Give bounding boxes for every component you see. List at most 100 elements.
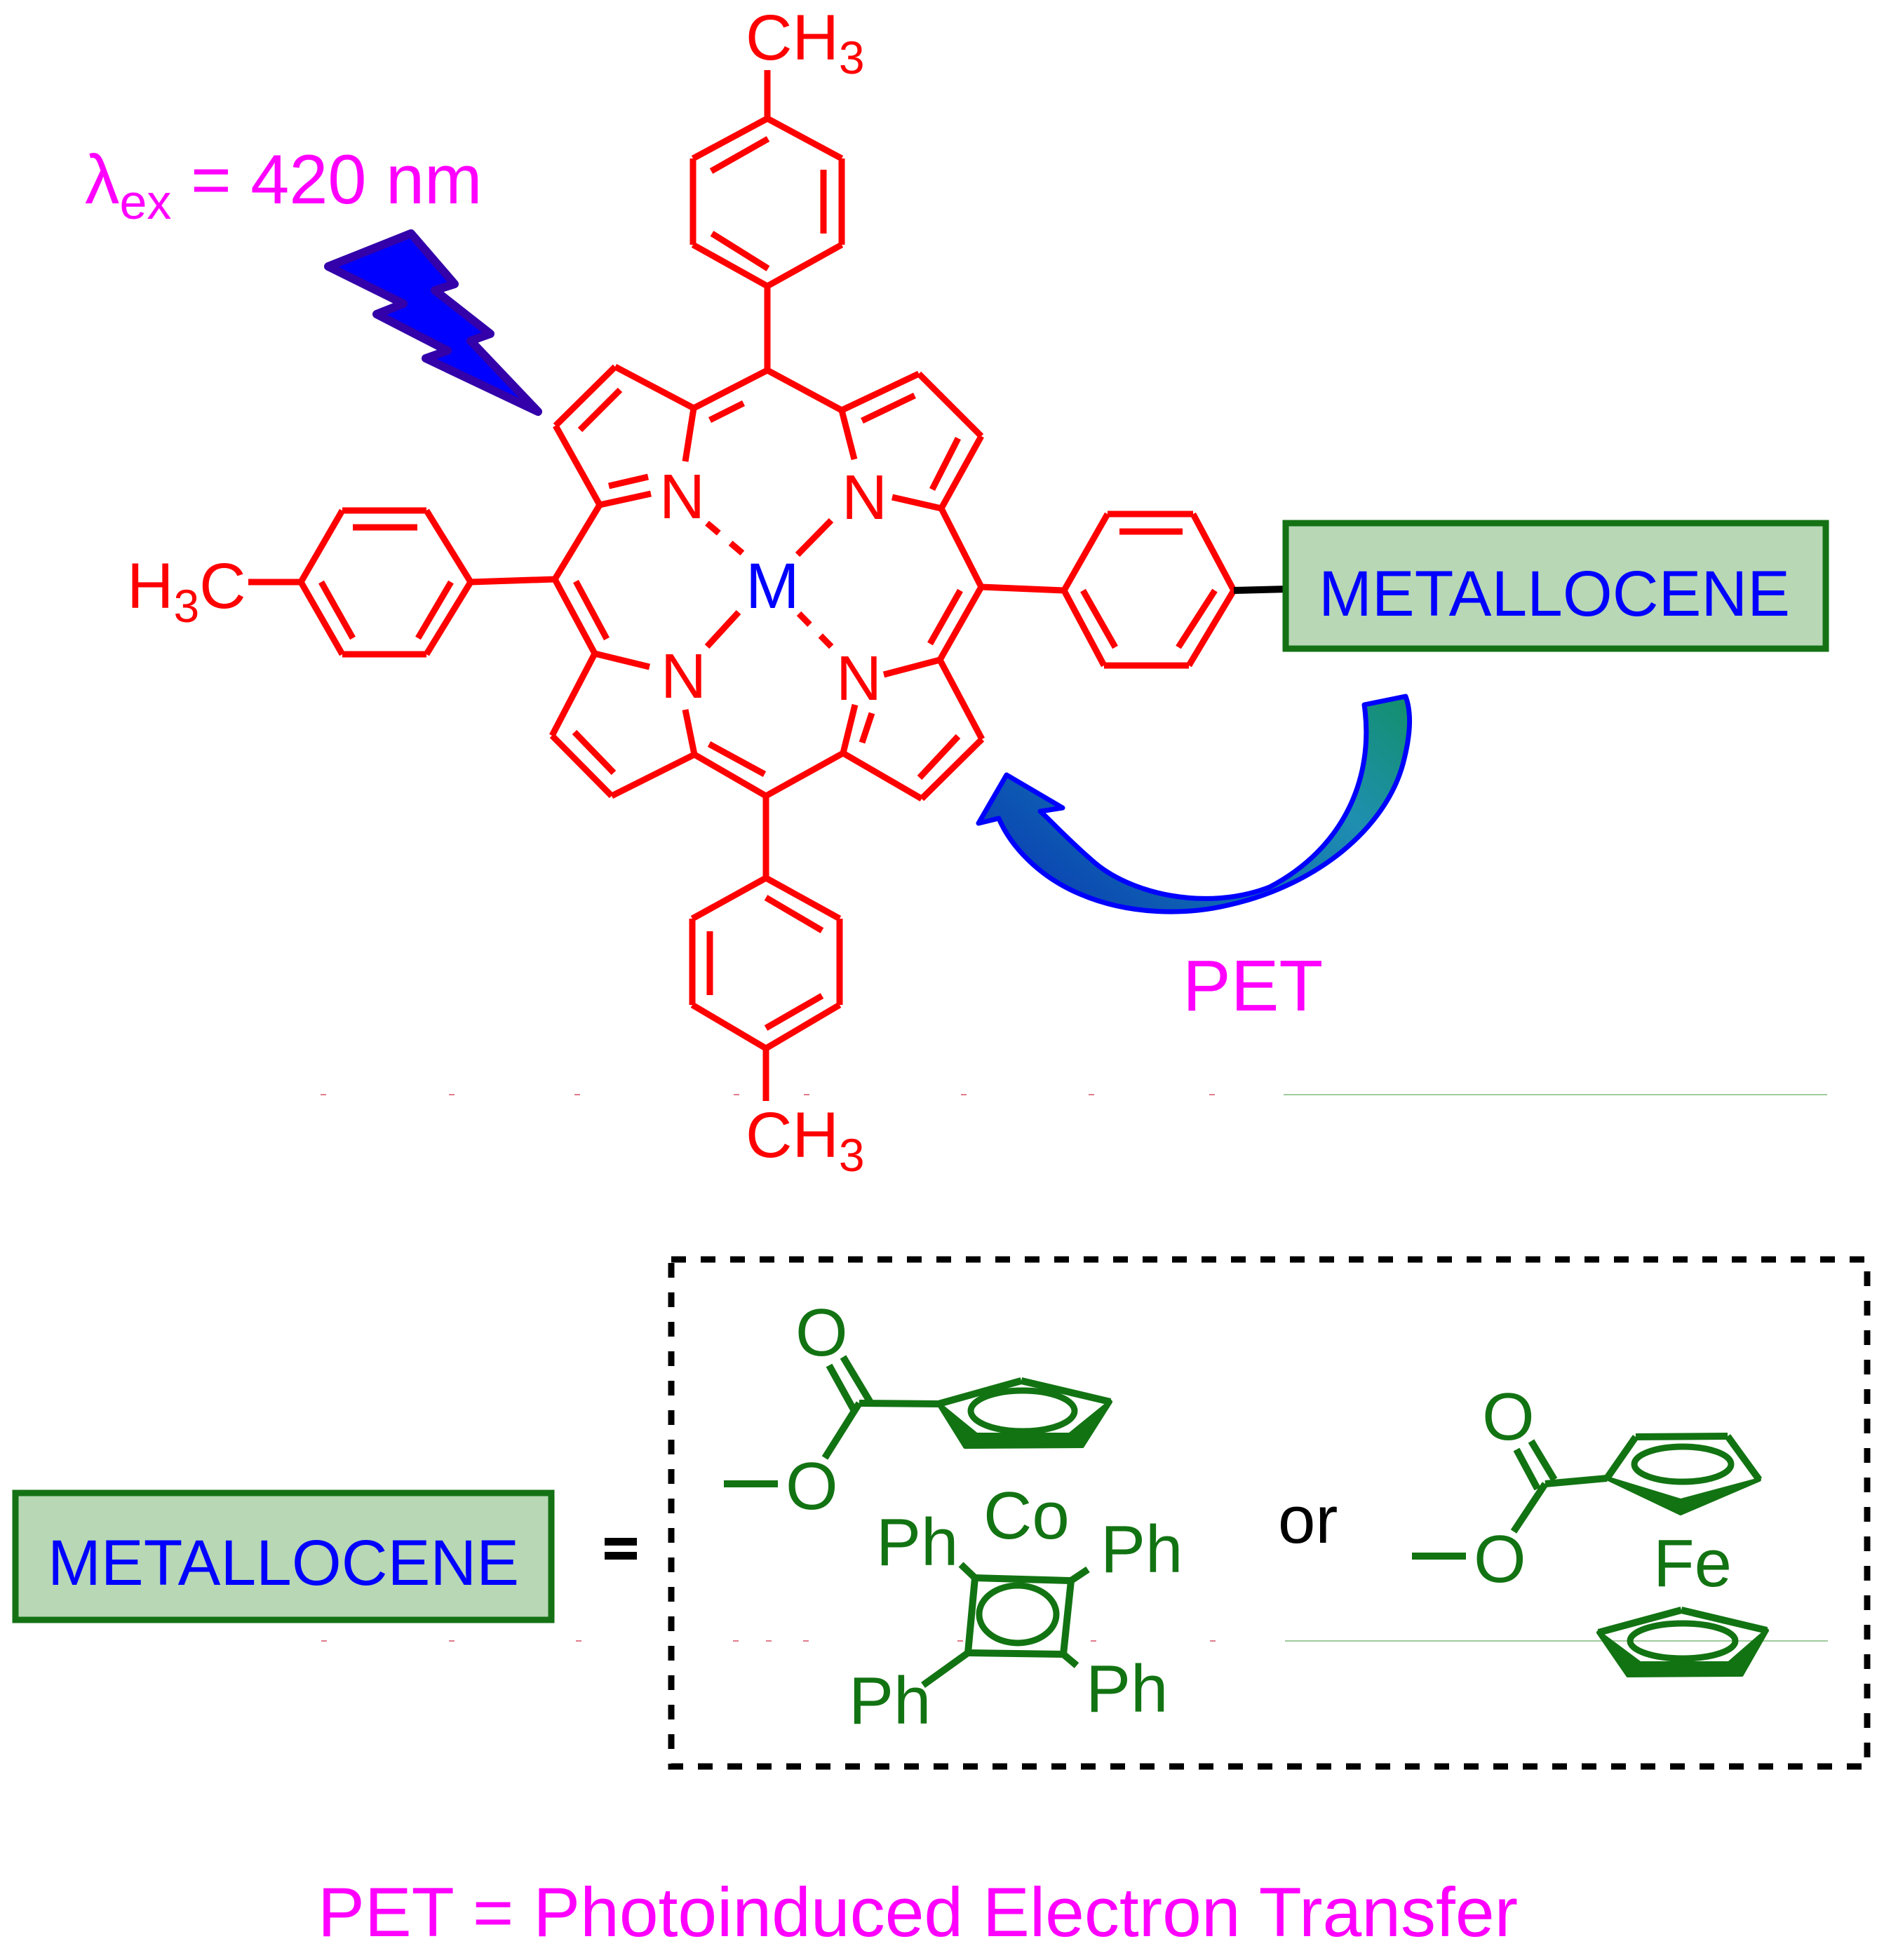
- ester-cp-bond: [1545, 1475, 1608, 1487]
- cobalt-label: Co: [983, 1478, 1070, 1553]
- bond-lower-left: [704, 609, 741, 649]
- inner-double-bond: [927, 588, 963, 646]
- bond: [764, 875, 842, 921]
- bond: [691, 116, 769, 161]
- inner-double-bond: [929, 436, 962, 492]
- bond: [682, 407, 697, 462]
- bond: [838, 409, 858, 461]
- bond: [1061, 512, 1110, 593]
- bond: [549, 651, 598, 738]
- bond: [916, 371, 984, 439]
- bottom-methyl-label: CH3: [746, 1100, 865, 1181]
- left-methyl-label: H3C: [127, 550, 246, 632]
- cp-bond: [1635, 1433, 1728, 1440]
- bond: [765, 367, 844, 413]
- bond: [1061, 588, 1107, 668]
- left-methyl-h: H: [127, 550, 173, 622]
- bond: [840, 703, 859, 755]
- bond: [938, 506, 985, 589]
- bond: [549, 733, 614, 799]
- phenyl-label-upper-left: Ph: [876, 1505, 958, 1580]
- phenyl-label-lower-right: Ph: [1086, 1651, 1168, 1726]
- iron-label: Fe: [1653, 1526, 1732, 1601]
- cp-bottom-wedge-right: [1727, 1628, 1769, 1677]
- bond: [840, 370, 920, 414]
- metallocene-box-top: METALLOCENE: [1282, 520, 1829, 652]
- fe-carbonyl-oxygen: O: [1482, 1379, 1535, 1454]
- cp-front-wedge-bottom: [963, 1433, 1084, 1449]
- bond: [937, 658, 985, 741]
- bond: [593, 650, 651, 670]
- cb-bond: [967, 1649, 1064, 1658]
- bond: [1190, 512, 1237, 593]
- bottom-methyl-sub: 3: [839, 1129, 865, 1181]
- cp-bond: [1603, 1435, 1639, 1480]
- lambda-symbol: λ: [85, 140, 120, 218]
- inner-double-bond: [707, 741, 767, 777]
- phenyl-label-upper-right: Ph: [1101, 1512, 1183, 1587]
- metal-coordination-bonds: [704, 518, 837, 653]
- cobalt-complex: [724, 1355, 1112, 1689]
- lightning-bolt-icon: [324, 229, 542, 416]
- bond: [424, 508, 473, 584]
- bond: [692, 367, 769, 412]
- inner-double-bond: [572, 729, 617, 776]
- nitrogen-label-upper-right: N: [842, 463, 887, 533]
- metallocene-box-top-frame: [1282, 520, 1829, 652]
- carbonyl-bond: [1528, 1439, 1558, 1482]
- bond: [682, 709, 698, 755]
- nitrogen-label-lower-right: N: [836, 644, 882, 714]
- ester-o-bond: [1510, 1482, 1549, 1534]
- cb-bond: [964, 1577, 978, 1654]
- inner-double-bond: [861, 392, 916, 424]
- bond: [552, 503, 603, 581]
- bond: [1186, 588, 1237, 668]
- aromatic-inner-bond: [1080, 588, 1118, 649]
- dative-bond-upper-left: [705, 520, 746, 557]
- cp-top-aromatic-circle: [1631, 1443, 1735, 1485]
- bond: [690, 1002, 768, 1051]
- ph-bond: [1069, 1566, 1090, 1584]
- cb-bond: [1060, 1580, 1075, 1655]
- cyclobutadiene-aromatic-circle: [976, 1582, 1060, 1647]
- ph-bond: [958, 1562, 978, 1581]
- inner-double-bond: [859, 712, 875, 744]
- ferrocene-complex: [1412, 1433, 1769, 1677]
- dative-bond-lower-right: [796, 611, 837, 653]
- bond: [882, 656, 941, 678]
- bond: [690, 875, 768, 921]
- aromatic-inner-bond: [710, 231, 770, 271]
- inner-double-bond: [577, 387, 623, 433]
- aromatic-inner-bond: [709, 136, 770, 174]
- cp-back-bond: [1597, 1607, 1683, 1636]
- cp-back-bond: [937, 1377, 1023, 1407]
- inner-double-bond: [708, 400, 746, 424]
- lambda-subscript: ex: [120, 175, 172, 229]
- pet-curved-arrow-icon: [976, 694, 1413, 914]
- linker-bond: [1233, 586, 1288, 594]
- bond: [613, 364, 696, 411]
- bond: [553, 424, 603, 507]
- cp-aromatic-circle: [967, 1387, 1078, 1435]
- pet-definition-footnote: PET = Photoinduced Electron Transfer: [318, 1873, 1518, 1951]
- co-carbonyl-oxygen: O: [795, 1295, 848, 1370]
- aromatic-inner-bond: [1176, 588, 1218, 649]
- bond: [891, 494, 943, 512]
- bond: [937, 585, 984, 662]
- ph-bond: [921, 1649, 970, 1689]
- porphyrin-skeleton: [248, 70, 1237, 1101]
- bond: [599, 490, 652, 508]
- ester-o-bond: [821, 1401, 863, 1460]
- bond: [765, 116, 844, 161]
- bond: [692, 752, 768, 799]
- cp-bond: [1724, 1434, 1763, 1482]
- bond: [841, 750, 924, 802]
- top-methyl-sub: 3: [839, 32, 865, 83]
- bond: [765, 242, 844, 289]
- aromatic-inner-bond: [415, 580, 454, 640]
- top-methyl-label: CH3: [746, 2, 865, 83]
- excitation-label: λex = 420 nm: [85, 140, 482, 229]
- inner-double-bond: [917, 734, 961, 780]
- bond: [424, 580, 473, 656]
